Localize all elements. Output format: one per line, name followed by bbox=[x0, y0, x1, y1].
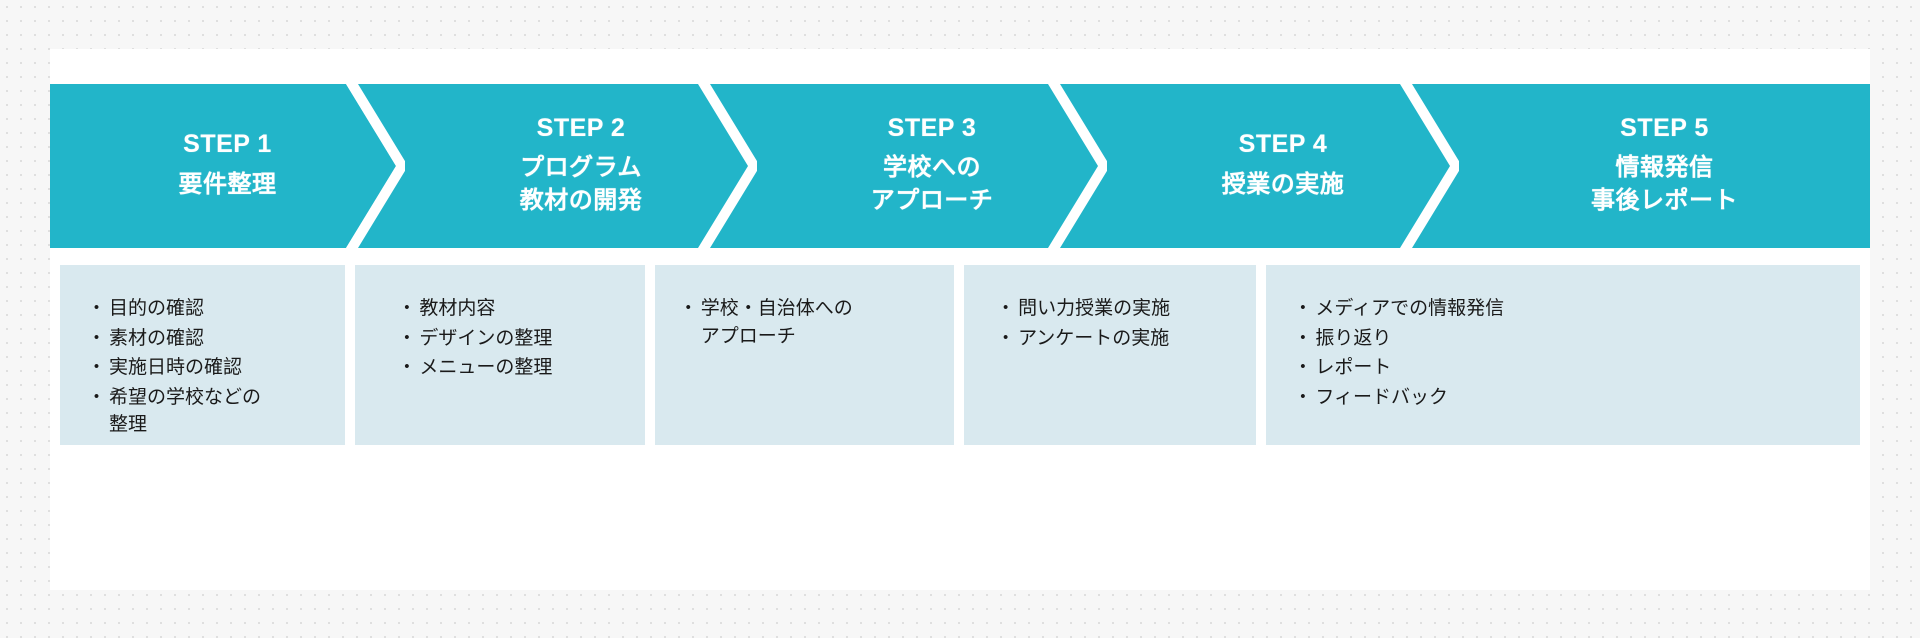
list-item: フィードバック bbox=[1293, 384, 1860, 412]
detail-list-2: 教材内容 デザインの整理 メニューの整理 bbox=[397, 295, 644, 382]
detail-list-5: メディアでの情報発信 振り返り レポート フィードバック bbox=[1293, 295, 1860, 412]
chevron-separator-icon-2 bbox=[698, 84, 758, 248]
step-title-line: プログラム bbox=[520, 154, 642, 182]
list-item: 目的の確認 bbox=[87, 295, 345, 323]
step-title-3: 学校への アプローチ bbox=[871, 151, 994, 217]
step-number-2: STEP 2 bbox=[536, 113, 626, 142]
list-item: メニューの整理 bbox=[397, 354, 644, 382]
details-row: 目的の確認 素材の確認 実施日時の確認 希望の学校などの 整理 教材内容 デザイ… bbox=[60, 265, 1861, 445]
step-number-3: STEP 3 bbox=[887, 113, 977, 142]
list-item: デザインの整理 bbox=[397, 325, 644, 353]
step-title-4: 授業の実施 bbox=[1222, 168, 1345, 201]
step-title-line: 教材の開発 bbox=[519, 187, 643, 215]
list-item: アンケートの実施 bbox=[996, 325, 1256, 353]
steps-band: STEP 1 要件整理 STEP 2 プログラム 教材の開発 STEP 3 bbox=[50, 84, 1870, 248]
list-item: 教材内容 bbox=[397, 295, 644, 323]
step-header-5[interactable]: STEP 5 情報発信 事後レポート bbox=[1459, 84, 1870, 248]
step-title-line: 授業の実施 bbox=[1221, 170, 1345, 198]
step-header-3[interactable]: STEP 3 学校への アプローチ bbox=[757, 84, 1108, 248]
detail-box-2: 教材内容 デザインの整理 メニューの整理 bbox=[355, 265, 645, 445]
step-title-5: 情報発信 事後レポート bbox=[1591, 151, 1738, 217]
detail-box-5: メディアでの情報発信 振り返り レポート フィードバック bbox=[1266, 265, 1861, 445]
step-number-4: STEP 4 bbox=[1238, 130, 1328, 159]
list-item: 実施日時の確認 bbox=[87, 354, 345, 382]
list-item: 問い力授業の実施 bbox=[996, 295, 1256, 323]
detail-box-3: 学校・自治体への アプローチ bbox=[654, 265, 955, 445]
step-title-line: 事後レポート bbox=[1591, 187, 1738, 215]
detail-list-3: 学校・自治体への アプローチ bbox=[679, 295, 954, 350]
list-item: 希望の学校などの 整理 bbox=[87, 384, 345, 439]
step-number-5: STEP 5 bbox=[1620, 113, 1709, 142]
step-header-1[interactable]: STEP 1 要件整理 bbox=[50, 84, 406, 248]
list-item: 学校・自治体への アプローチ bbox=[679, 295, 954, 350]
step-title-2: プログラム 教材の開発 bbox=[520, 151, 643, 217]
step-number-1: STEP 1 bbox=[183, 130, 272, 159]
list-item: レポート bbox=[1293, 354, 1860, 382]
list-item: 振り返り bbox=[1293, 325, 1860, 353]
chevron-separator-icon-1 bbox=[346, 84, 406, 248]
step-title-line: 学校への bbox=[883, 154, 981, 182]
step-title-line: アプローチ bbox=[870, 187, 994, 215]
process-flow-card: STEP 1 要件整理 STEP 2 プログラム 教材の開発 STEP 3 bbox=[50, 49, 1870, 590]
chevron-separator-icon-4 bbox=[1400, 84, 1460, 248]
step-title-line: 要件整理 bbox=[178, 170, 277, 198]
detail-box-4: 問い力授業の実施 アンケートの実施 bbox=[964, 265, 1257, 445]
step-header-2[interactable]: STEP 2 プログラム 教材の開発 bbox=[405, 84, 758, 248]
detail-box-1: 目的の確認 素材の確認 実施日時の確認 希望の学校などの 整理 bbox=[60, 265, 346, 445]
list-item: 素材の確認 bbox=[87, 325, 345, 353]
chevron-separator-icon-3 bbox=[1048, 84, 1108, 248]
list-item: メディアでの情報発信 bbox=[1293, 295, 1860, 323]
step-title-line: 情報発信 bbox=[1615, 154, 1714, 182]
detail-list-1: 目的の確認 素材の確認 実施日時の確認 希望の学校などの 整理 bbox=[87, 295, 345, 439]
step-title-1: 要件整理 bbox=[179, 168, 277, 201]
step-header-4[interactable]: STEP 4 授業の実施 bbox=[1107, 84, 1460, 248]
detail-list-4: 問い力授業の実施 アンケートの実施 bbox=[996, 295, 1256, 353]
